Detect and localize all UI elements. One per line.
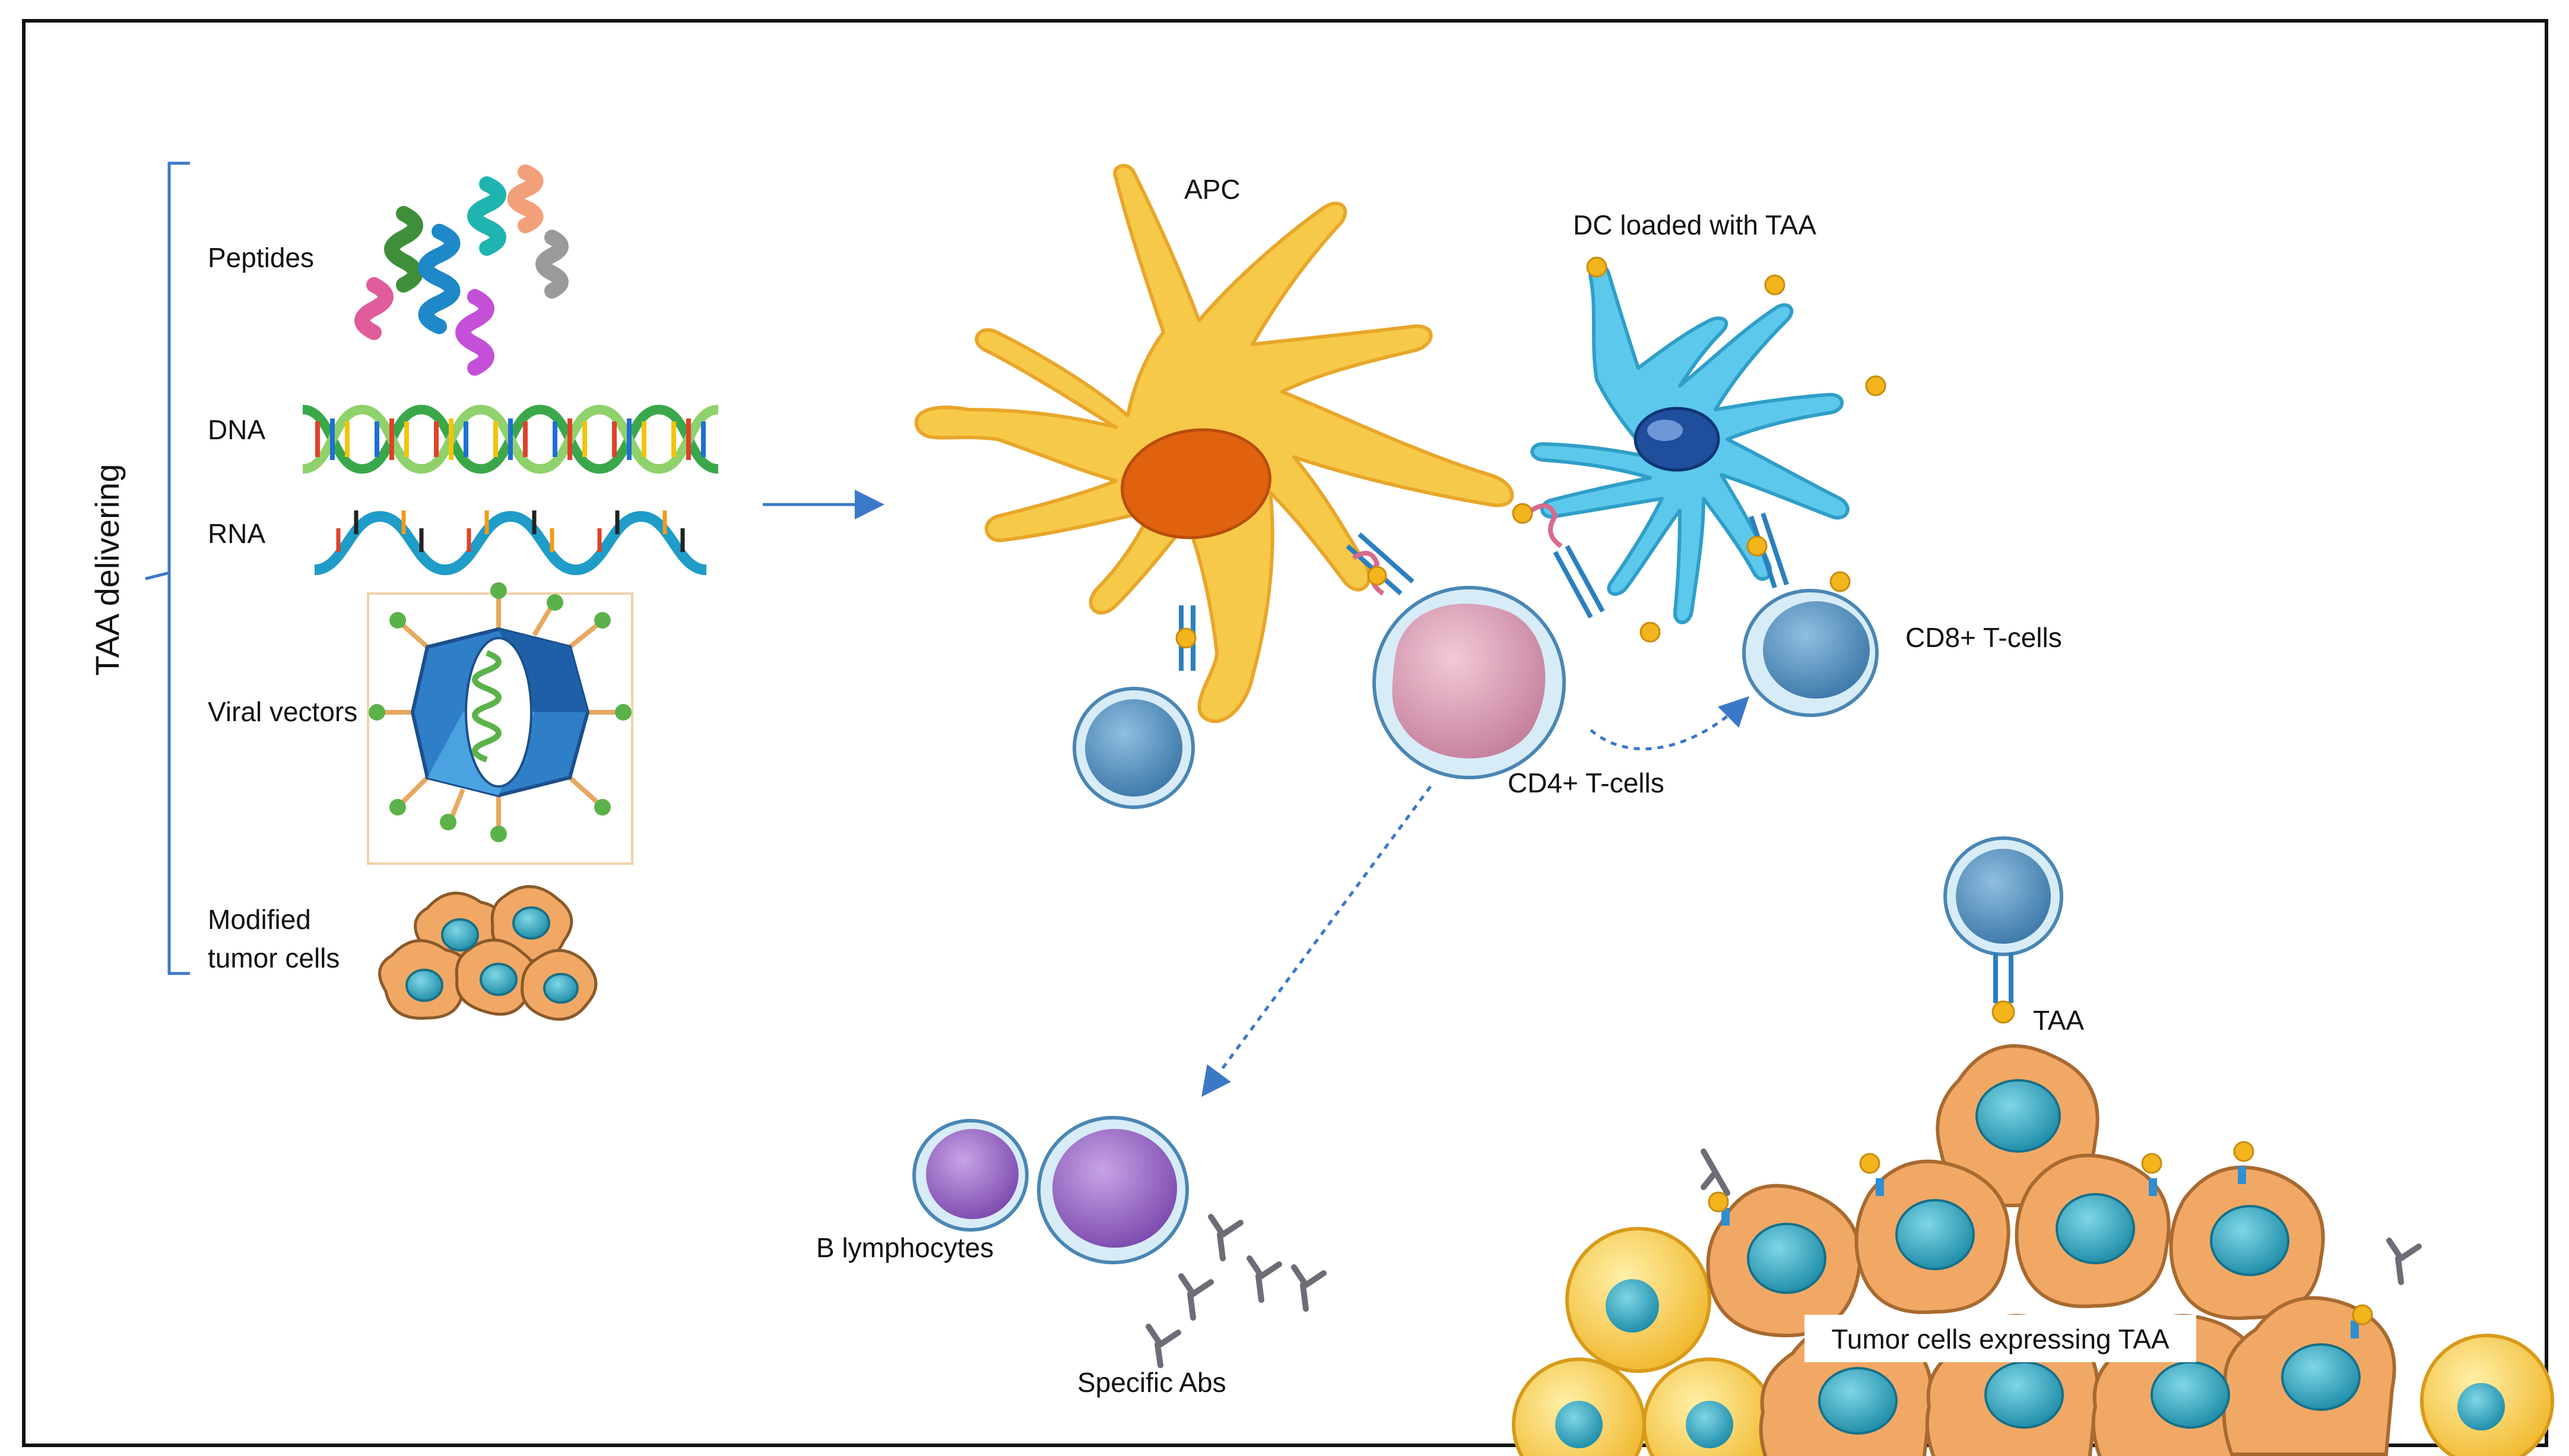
label-viral-vectors: Viral vectors (208, 696, 357, 727)
label-rna: RNA (208, 518, 265, 549)
bracket-label: TAA delivering (88, 464, 126, 676)
tumor-nuclei (1747, 1079, 2361, 1435)
cd4-to-bcell-arrow (1201, 785, 1432, 1097)
dc-nucleus-highlight (1647, 420, 1683, 441)
cd8-tcell (1742, 589, 1879, 717)
tumor-tcell (1943, 836, 2063, 1024)
label-apc: APC (1184, 174, 1241, 205)
modified-tumor-cells-icon (378, 885, 598, 1021)
apc-nucleus (1121, 428, 1271, 540)
label-dc: DC loaded with TAA (1573, 210, 1816, 240)
cd4-tcell (1372, 586, 1566, 779)
specific-abs-icon (1146, 1149, 2422, 1368)
surface-antigens (1708, 1141, 2373, 1338)
cd4-to-cd8-arrow (1590, 696, 1750, 751)
label-cd8: CD8+ T-cells (1905, 622, 2062, 653)
dc-nucleus (1634, 407, 1720, 472)
label-cd4: CD4+ T-cells (1508, 767, 1664, 798)
label-specific-abs: Specific Abs (1077, 1367, 1226, 1398)
apc-tcell (1073, 687, 1195, 809)
receptor-connectors (1179, 503, 1789, 671)
dc-antigen-tips (1512, 256, 1886, 643)
receptor-antigens (1175, 535, 1768, 649)
label-taa: TAA (2033, 1005, 2084, 1036)
viral-capsid-icon (369, 582, 632, 842)
label-modified-line2: tumor cells (208, 943, 340, 973)
dna-helix-icon (302, 404, 719, 474)
rna-strand-icon (313, 510, 708, 576)
label-peptides: Peptides (208, 242, 314, 273)
label-b-lymphocytes: B lymphocytes (816, 1232, 994, 1263)
label-modified-line1: Modified (208, 904, 311, 935)
label-tumor: Tumor cells expressing TAA (1831, 1324, 2170, 1355)
tumor-label-box (1804, 1315, 2196, 1362)
label-dna: DNA (208, 414, 265, 445)
peptide-helices-icon (354, 164, 569, 376)
b-lymphocytes (912, 1116, 1189, 1264)
delivery-bracket (145, 161, 190, 975)
